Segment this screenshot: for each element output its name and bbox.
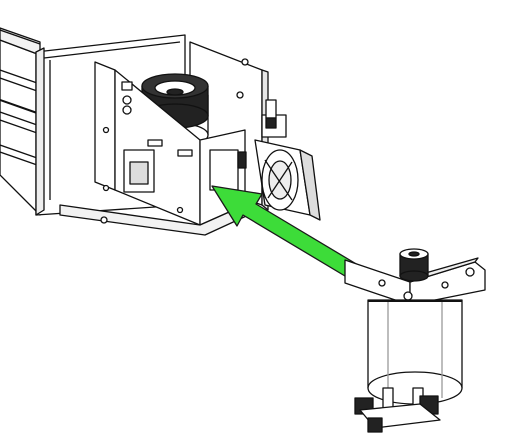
cooling-fan: [254, 139, 321, 221]
motor-assembly: [344, 248, 486, 433]
belt-clamp: [261, 99, 287, 138]
assembly-arrow: [211, 185, 369, 283]
aluminium-extrusion-rail: [0, 27, 41, 216]
carriage-bracket: [59, 61, 256, 236]
motor-pulley: [399, 248, 429, 282]
motor-connector: [354, 387, 441, 433]
